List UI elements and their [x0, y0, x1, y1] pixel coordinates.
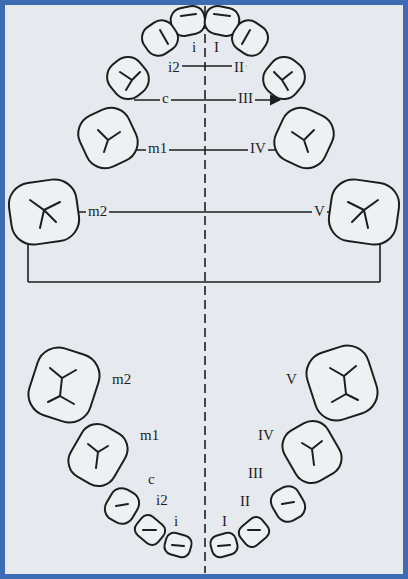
tooth-label: V [284, 372, 299, 387]
tooth-label: m2 [86, 204, 109, 219]
tooth-label: II [232, 60, 246, 75]
ground [5, 5, 403, 574]
tooth-label: V [312, 204, 327, 219]
tooth-label: IV [248, 141, 268, 156]
tooth-label: I [220, 514, 229, 529]
tooth-label: I [212, 40, 221, 55]
tooth-label: m1 [138, 428, 161, 443]
measure-lines [28, 66, 380, 282]
tooth-label: m2 [110, 372, 133, 387]
fissure-marks [30, 14, 378, 546]
tooth-label: c [146, 472, 157, 487]
tooth-label: c [160, 91, 171, 106]
tooth-label: III [236, 91, 255, 106]
tooth-label: i2 [154, 493, 170, 508]
tooth-label: IV [256, 428, 276, 443]
midline [204, 6, 206, 573]
tooth-label: i [190, 40, 198, 55]
tooth-label: i2 [166, 60, 182, 75]
tooth-label: III [246, 466, 265, 481]
tooth-label: i [172, 514, 180, 529]
tooth-label: m1 [146, 141, 169, 156]
tooth-label: II [238, 494, 252, 509]
tooth-outlines [6, 4, 402, 559]
